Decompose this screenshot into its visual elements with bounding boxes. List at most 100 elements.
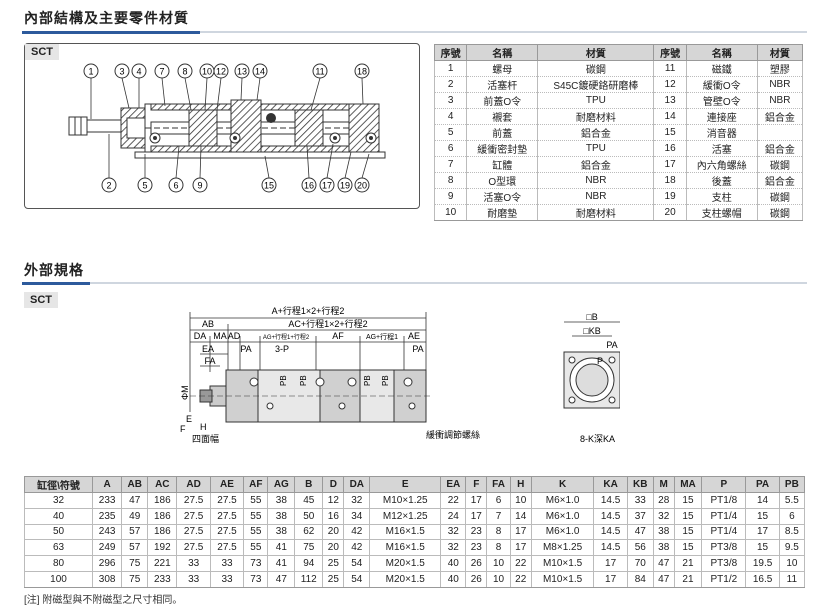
dims-cell: 27.5: [176, 507, 211, 525]
dims-cell: M16×1.5: [369, 539, 442, 557]
parts-cell: 碳鋼: [756, 156, 804, 173]
parts-cell: TPU: [537, 92, 655, 109]
callout-top-number: 12: [216, 67, 226, 77]
dims-cell: 112: [294, 570, 324, 588]
label-f: F: [180, 424, 186, 434]
dims-cell: PT1/8: [701, 492, 747, 509]
parts-cell: 16: [653, 140, 687, 157]
dims-header: MA: [673, 476, 703, 493]
label-end-p: P: [597, 356, 603, 366]
parts-cell: 襯套: [466, 108, 539, 125]
dims-cell: 20: [322, 539, 345, 557]
callout-bottom-circle: [137, 177, 153, 193]
callout-bottom-number: 20: [357, 181, 367, 191]
dims-cell: 14: [509, 507, 532, 525]
label-screw-note: 緩衝調節螺絲: [426, 429, 480, 440]
label-da: DA: [194, 331, 207, 341]
parts-cell: 後蓋: [685, 172, 758, 189]
dims-cell: 54: [343, 555, 371, 572]
parts-cell: 鋁合金: [756, 108, 804, 125]
dims-cell: 50: [23, 523, 94, 541]
callout-bottom-circle: [301, 177, 317, 193]
dims-cell: PT1/4: [701, 523, 747, 541]
parts-cell: 耐磨材料: [537, 108, 655, 125]
dims-cell: 38: [267, 523, 296, 541]
label-ea: EA: [202, 344, 214, 354]
label-pb-3: PB: [363, 375, 372, 386]
dims-cell: 27.5: [176, 539, 211, 557]
callout-bottom-number: 9: [197, 181, 202, 191]
parts-header: 材質: [756, 44, 804, 61]
dims-cell: 15: [745, 539, 780, 557]
callout-top-circle: [131, 63, 147, 79]
callout-bottom-number: 5: [142, 181, 147, 191]
dims-cell: 94: [294, 555, 324, 572]
callout-bottom-number: 16: [304, 181, 314, 191]
dims-cell: 38: [267, 492, 296, 509]
dims-header: K: [530, 476, 595, 493]
dims-cell: 24: [440, 507, 467, 525]
dims-cell: 32: [440, 523, 467, 541]
dims-header: A: [92, 476, 123, 493]
dims-cell: 19.5: [745, 555, 780, 572]
section-title-internal: 內部結構及主要零件材質: [24, 11, 189, 27]
parts-cell: 10: [433, 204, 468, 221]
dims-cell: PT1/2: [701, 570, 747, 588]
dims-cell: 11: [778, 570, 806, 588]
dims-cell: 73: [243, 570, 269, 588]
dims-cell: 22: [509, 555, 532, 572]
label-end-b: □B: [586, 312, 597, 322]
dims-cell: 186: [147, 492, 178, 509]
dims-cell: 42: [343, 539, 371, 557]
parts-cell: 2: [433, 76, 468, 93]
dims-cell: 54: [343, 570, 371, 588]
parts-cell: O型環: [466, 172, 539, 189]
label-ag-left: AG+行程1+行程2: [263, 333, 310, 341]
callout-bottom-circle: [319, 177, 335, 193]
dims-cell: 17: [745, 523, 780, 541]
callout-top-number: 10: [202, 67, 212, 77]
parts-cell: 17: [653, 156, 687, 173]
dims-cell: 15: [745, 507, 780, 525]
parts-cell: 鋁合金: [537, 156, 655, 173]
parts-cell: 內六角螺絲: [685, 156, 758, 173]
dims-cell: M10×1.25: [369, 492, 442, 509]
dims-cell: 12: [322, 492, 345, 509]
dims-header: AC: [147, 476, 178, 493]
dims-cell: 63: [23, 539, 94, 557]
dims-cell: 27.5: [209, 507, 245, 525]
dims-cell: 14: [745, 492, 780, 509]
dims-cell: 235: [92, 507, 123, 525]
parts-cell: 碳鋼: [756, 188, 804, 205]
label-e: E: [186, 414, 192, 424]
callout-bottom-number: 6: [173, 181, 178, 191]
dims-cell: 28: [652, 492, 675, 509]
dims-cell: 15: [673, 492, 703, 509]
dims-cell: 15: [673, 507, 703, 525]
parts-cell: 前蓋O令: [466, 92, 539, 109]
dims-cell: 57: [121, 539, 149, 557]
dims-cell: 33: [176, 555, 211, 572]
parts-header: 材質: [537, 44, 655, 61]
parts-cell: [756, 124, 804, 141]
dims-cell: 6: [486, 492, 511, 509]
callout-top-number: 3: [119, 67, 124, 77]
parts-cell: 活塞杆: [466, 76, 539, 93]
dims-cell: 21: [673, 570, 703, 588]
parts-cell: 緩衝O令: [685, 76, 758, 93]
dims-cell: 32: [440, 539, 467, 557]
dims-header: M: [652, 476, 675, 493]
section-rule-internal: [22, 30, 807, 34]
dims-cell: 10: [486, 570, 511, 588]
dims-cell: 32: [23, 492, 94, 509]
dims-cell: M10×1.5: [530, 555, 595, 572]
dims-cell: 33: [209, 570, 245, 588]
parts-cell: 活塞O令: [466, 188, 539, 205]
dims-cell: 296: [92, 555, 123, 572]
parts-cell: 14: [653, 108, 687, 125]
